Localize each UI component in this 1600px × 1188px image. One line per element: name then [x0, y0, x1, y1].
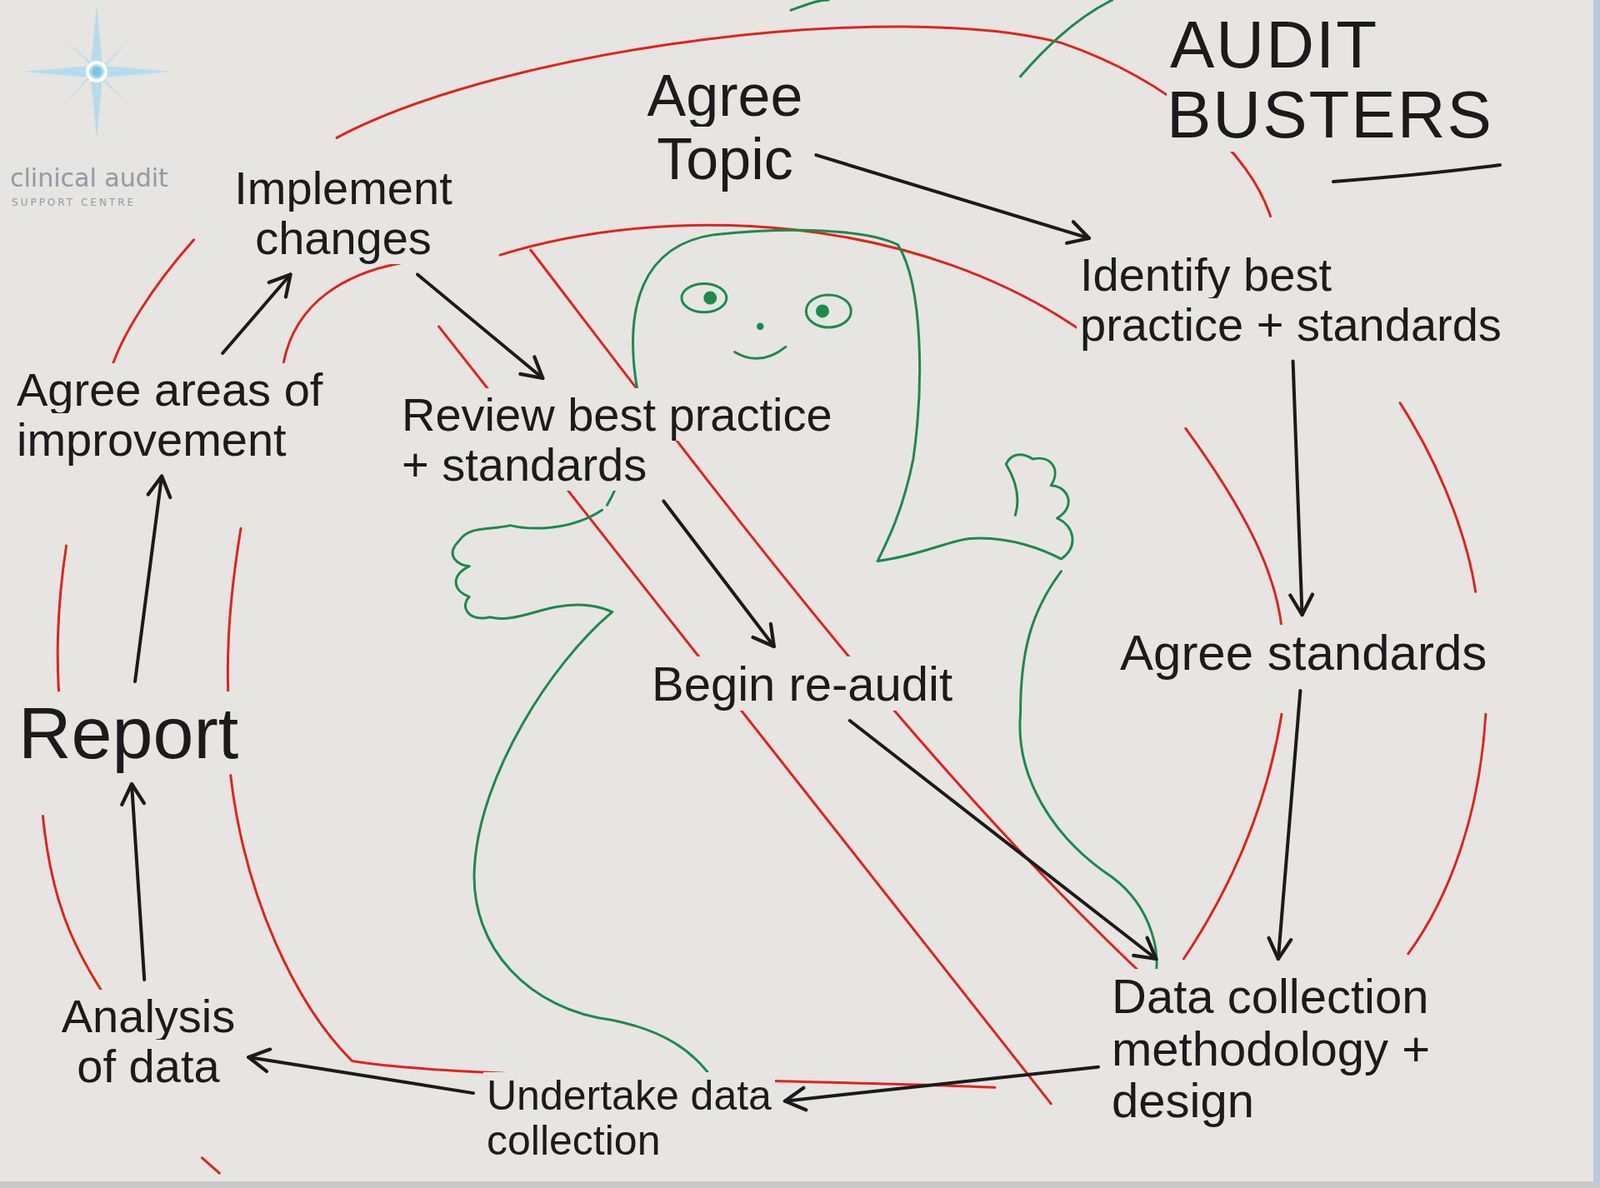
flow-arrow: [1278, 690, 1301, 960]
flow-arrow: [850, 720, 1157, 960]
step-label: Undertake data collection: [483, 1073, 792, 1164]
flow-arrow: [417, 274, 543, 379]
step-text: Agree Topic: [644, 63, 807, 192]
diagram-title: AUDIT BUSTERS: [1166, 10, 1534, 150]
step-label: Review best practice + standards: [398, 390, 865, 491]
step-label: Begin re-audit: [648, 658, 956, 711]
step-text: Implement changes: [230, 161, 455, 265]
step-text: Undertake data collection: [483, 1072, 775, 1165]
step-text: Analysis of data: [58, 990, 240, 1093]
step-text: Review best practice + standards: [398, 388, 836, 491]
flow-arrow: [815, 155, 1090, 239]
frame-strip: [1593, 0, 1600, 1188]
logo-text: clinical audit: [10, 163, 169, 193]
step-text: Report: [15, 691, 242, 775]
flow-arrow: [785, 1067, 1099, 1102]
step-label: Implement changes: [210, 163, 477, 265]
step-text: Agree areas of improvement: [13, 363, 326, 466]
flow-arrow: [1293, 360, 1303, 615]
flow-arrow: [663, 500, 774, 647]
step-text: Begin re-audit: [648, 656, 956, 711]
flow-arrow: [248, 1057, 474, 1094]
step-label: Data collection methodology + design: [1108, 970, 1542, 1128]
step-text: Identify best practice + standards: [1076, 248, 1505, 351]
flow-arrow: [222, 274, 290, 354]
title-underline: [1333, 165, 1500, 182]
step-text: Agree standards: [1116, 625, 1490, 681]
frame-strip: [0, 1181, 1600, 1188]
flow-arrow: [135, 475, 162, 682]
step-label: Agree Topic: [612, 65, 838, 191]
step-label: Report: [15, 693, 242, 773]
ghost-figure: [452, 0, 1157, 1092]
step-text: Data collection methodology + design: [1108, 969, 1434, 1128]
flow-arrow: [131, 784, 145, 980]
logo-text: SUPPORT CENTRE: [11, 196, 136, 209]
step-label: Identify best practice + standards: [1076, 250, 1577, 351]
step-label: Agree standards: [1116, 626, 1490, 681]
title-text: AUDIT BUSTERS: [1166, 7, 1497, 152]
step-label: Agree areas of improvement: [13, 365, 355, 466]
step-label: Analysis of data: [48, 991, 249, 1093]
spiral-line: [42, 26, 1485, 1174]
logo-star: [21, 5, 172, 139]
